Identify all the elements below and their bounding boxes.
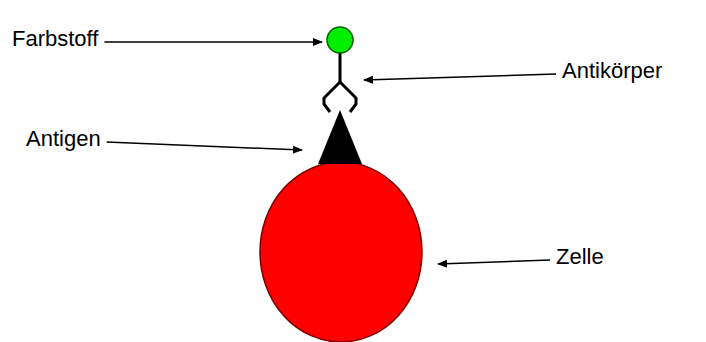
antibody-label: Antikörper: [562, 58, 662, 84]
cell: [260, 162, 422, 342]
dye: [327, 27, 353, 53]
antigen: [318, 110, 362, 164]
leader-arrow: [104, 41, 322, 43]
dye-label: Farbstoff: [12, 26, 98, 52]
leader-arrow: [364, 74, 556, 80]
antigen-label: Antigen: [26, 126, 101, 152]
leader-arrow: [438, 260, 550, 264]
cell-label: Zelle: [556, 244, 604, 270]
antibody: [324, 53, 356, 112]
leader-arrow: [107, 142, 302, 150]
